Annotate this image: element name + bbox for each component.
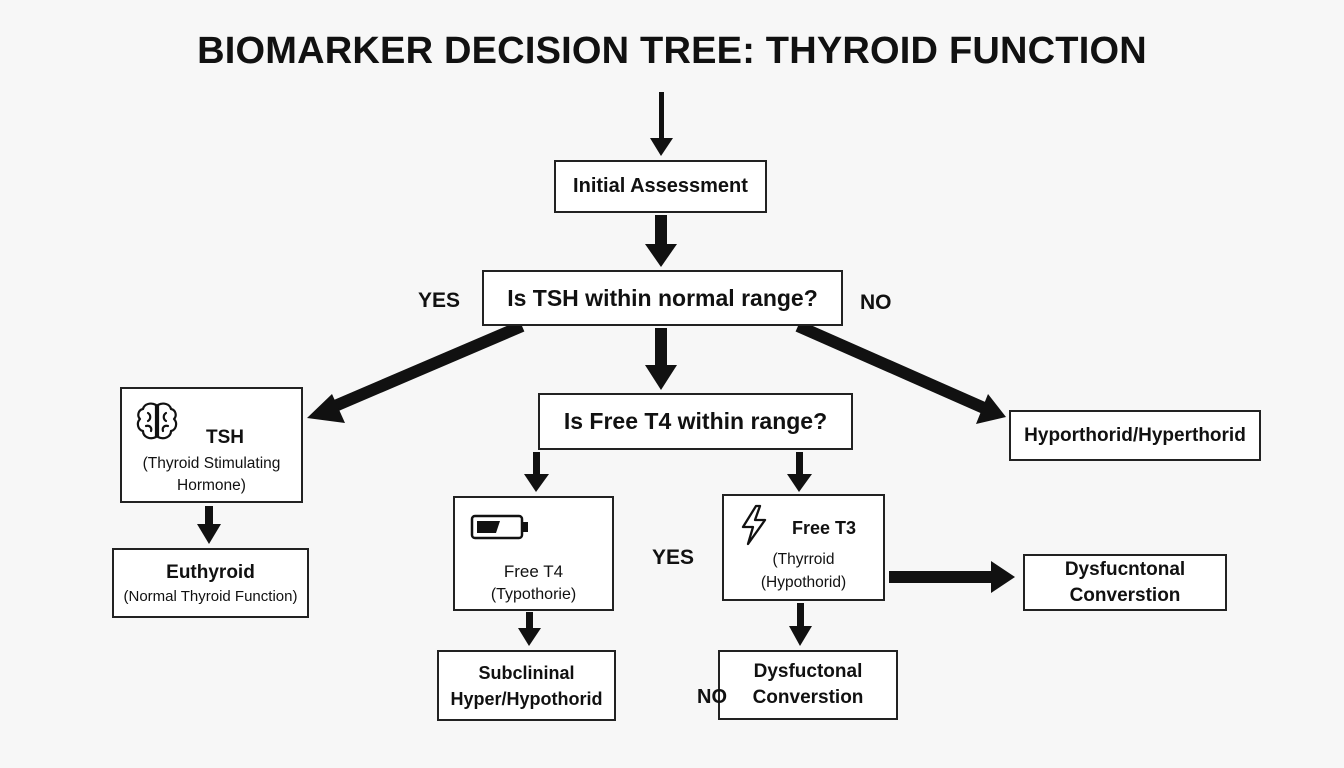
arrow-free-t3-to-dysfunctional-right-head bbox=[991, 561, 1015, 593]
arrow-t4q-to-free-t4-head bbox=[524, 474, 549, 492]
arrow-into-initial-head bbox=[650, 138, 673, 156]
node-dysfunctional-bottom-line1: Dysfuctonal bbox=[753, 661, 863, 682]
arrow-tsh-to-t4-question-head bbox=[645, 365, 677, 390]
arrow-initial-to-tsh-question bbox=[655, 215, 667, 245]
node-t4-question-label: Is Free T4 within range? bbox=[563, 408, 828, 434]
node-hyper-hypo-label: Hyporthorid/Hyperthorid bbox=[1024, 424, 1246, 446]
node-dysfunctional-bottom: Dysfuctonal Converstion bbox=[718, 650, 898, 720]
lightning-icon bbox=[741, 504, 767, 546]
edge-label-no-bottom: NO bbox=[697, 686, 727, 708]
node-free-t4: Free T4 (Typothorie) bbox=[453, 496, 614, 611]
arrow-free-t3-to-dysfunctional-head bbox=[789, 626, 812, 646]
arrow-yes-to-tsh-head bbox=[307, 394, 345, 423]
edge-label-yes-mid: YES bbox=[652, 546, 695, 569]
node-initial-label: Initial Assessment bbox=[573, 175, 748, 197]
node-dysfunctional-right-line1: Dysfucntonal bbox=[1064, 558, 1186, 580]
arrow-t4q-to-free-t3 bbox=[796, 452, 803, 476]
arrow-t4q-to-free-t4 bbox=[533, 452, 540, 476]
node-dysfunctional-right: Dysfucntonal Converstion bbox=[1023, 554, 1227, 611]
node-free-t4-subtitle: (Typothorie) bbox=[490, 586, 577, 603]
arrow-no-to-hyper bbox=[795, 320, 987, 414]
arrow-yes-to-tsh bbox=[325, 320, 525, 415]
node-hyper-hypo: Hyporthorid/Hyperthorid bbox=[1009, 410, 1261, 461]
node-euthyroid-subtitle: (Normal Thyroid Function) bbox=[123, 587, 298, 605]
node-tsh-line1: (Thyroid Stimulating bbox=[142, 455, 281, 472]
arrow-tsh-to-euthyroid bbox=[205, 506, 213, 526]
arrow-t4q-to-free-t3-head bbox=[787, 474, 812, 492]
node-dysfunctional-right-line2: Converstion bbox=[1069, 584, 1181, 606]
node-euthyroid-title: Euthyroid bbox=[166, 561, 255, 583]
page-title: BIOMARKER DECISION TREE: THYROID FUNCTIO… bbox=[197, 30, 1147, 72]
node-tsh-question: Is TSH within normal range? bbox=[482, 270, 843, 326]
node-tsh-question-label: Is TSH within normal range? bbox=[507, 284, 818, 311]
node-free-t3: Free T3 (Thyrroid (Hypothorid) bbox=[722, 494, 885, 601]
node-initial-assessment: Initial Assessment bbox=[554, 160, 767, 213]
arrow-no-to-hyper-head bbox=[976, 394, 1006, 424]
edge-label-yes-top: YES bbox=[418, 289, 461, 312]
arrow-free-t4-to-subclinical bbox=[526, 612, 533, 630]
node-free-t3-title: Free T3 bbox=[792, 518, 857, 538]
node-subclinical: Subclininal Hyper/Hypothorid bbox=[437, 650, 616, 721]
node-free-t3-line1: (Thyrroid bbox=[772, 551, 835, 568]
node-euthyroid: Euthyroid (Normal Thyroid Function) bbox=[112, 548, 309, 618]
node-tsh: TSH (Thyroid Stimulating Hormone) bbox=[120, 387, 303, 503]
arrow-initial-to-tsh-question-head bbox=[645, 244, 677, 267]
node-free-t3-line2: (Hypothorid) bbox=[760, 574, 847, 591]
arrow-free-t3-to-dysfunctional-right bbox=[889, 571, 993, 583]
arrow-free-t3-to-dysfunctional bbox=[797, 603, 804, 627]
node-subclinical-line1: Subclininal bbox=[478, 662, 575, 683]
arrow-free-t4-to-subclinical-head bbox=[518, 628, 541, 646]
node-tsh-line2: Hormone) bbox=[177, 477, 246, 494]
node-t4-question: Is Free T4 within range? bbox=[538, 393, 853, 450]
arrow-into-initial bbox=[659, 92, 664, 138]
arrow-tsh-to-euthyroid-head bbox=[197, 524, 221, 544]
edge-label-no-top: NO bbox=[860, 291, 892, 314]
node-tsh-title: TSH bbox=[206, 427, 244, 448]
battery-icon bbox=[470, 514, 528, 540]
node-subclinical-line2: Hyper/Hypothorid bbox=[450, 688, 603, 709]
brain-icon bbox=[136, 402, 178, 440]
node-dysfunctional-bottom-line2: Converstion bbox=[752, 687, 864, 708]
node-free-t4-title: Free T4 bbox=[503, 562, 564, 581]
arrow-tsh-to-t4-question bbox=[655, 328, 667, 366]
